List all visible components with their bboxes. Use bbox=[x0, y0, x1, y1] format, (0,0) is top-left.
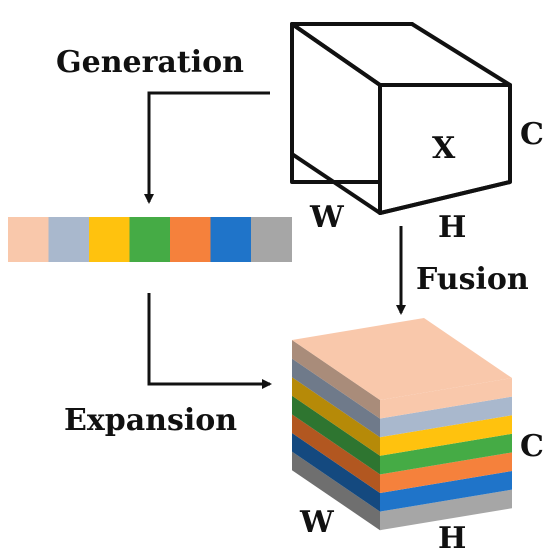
layer-front-face bbox=[380, 433, 512, 475]
cube-w-label: W bbox=[309, 200, 345, 235]
cube-edge bbox=[290, 152, 382, 215]
cube-h-label: H bbox=[438, 210, 466, 245]
generated-color-bar bbox=[8, 217, 292, 262]
expansion-label: Expansion bbox=[64, 403, 237, 438]
cube-c-label: C bbox=[520, 117, 544, 152]
layer-front-face bbox=[380, 415, 512, 456]
layer-front-face bbox=[380, 378, 512, 419]
fusion-label: Fusion bbox=[416, 262, 529, 297]
color-bar-cell bbox=[251, 217, 292, 262]
expansion-arrow bbox=[147, 293, 272, 389]
stack-c-label: C bbox=[520, 429, 544, 464]
layer-front-face bbox=[380, 396, 512, 438]
color-bar-cell bbox=[89, 217, 130, 262]
generation-arrow bbox=[144, 91, 270, 204]
generation-label: Generation bbox=[56, 45, 244, 80]
stack-h-label: H bbox=[438, 521, 466, 556]
layer-side-face bbox=[292, 451, 380, 531]
layer-front-face bbox=[380, 452, 512, 493]
color-bar-cell bbox=[8, 217, 49, 262]
layer-side-face bbox=[292, 377, 380, 456]
expanded-layer-stack bbox=[292, 318, 512, 531]
layer-side-face bbox=[292, 358, 380, 438]
layer-front-face bbox=[380, 489, 512, 531]
cube-edge bbox=[379, 180, 511, 215]
layer-side-face bbox=[292, 414, 380, 493]
input-cube bbox=[290, 22, 512, 215]
layer-top-face bbox=[292, 318, 512, 400]
stack-w-label: W bbox=[299, 505, 335, 540]
layer-side-face bbox=[292, 395, 380, 475]
color-bar-cell bbox=[210, 217, 252, 262]
cube-x-label: X bbox=[432, 131, 456, 166]
color-bar-cell bbox=[129, 217, 171, 262]
color-bar-cell bbox=[48, 217, 90, 262]
layer-front-face bbox=[380, 471, 512, 512]
cube-edge bbox=[290, 22, 382, 87]
layer-side-face bbox=[292, 340, 380, 419]
layer-side-face bbox=[292, 433, 380, 512]
color-bar-cell bbox=[170, 217, 211, 262]
